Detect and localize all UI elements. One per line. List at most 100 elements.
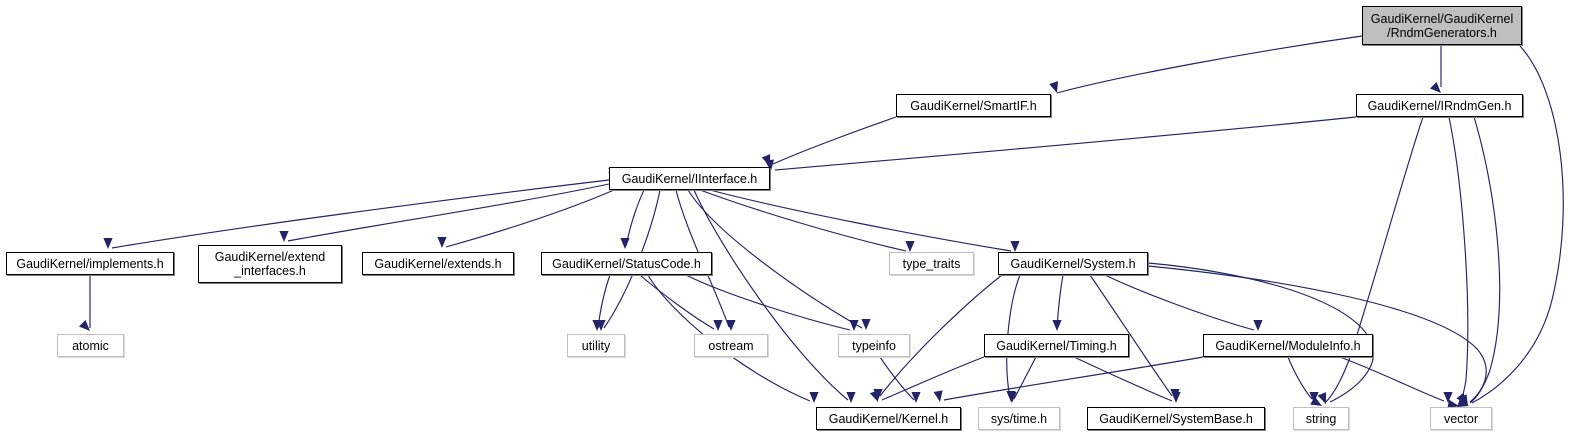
graph-node-label: GaudiKernel/System.h (1010, 256, 1136, 271)
edge-line (639, 274, 715, 330)
edge-line (1287, 356, 1313, 400)
arrow-head-icon (279, 231, 289, 242)
graph-edge-iinterface-to-extend_interfaces (279, 172, 618, 242)
graph-edge-system-to-moduleinfo (1104, 274, 1263, 331)
graph-node-implements[interactable]: GaudiKernel/implements.h (6, 252, 174, 275)
graph-edge-implements-to-atomic (79, 275, 91, 331)
arrow-head-icon (849, 320, 859, 331)
graph-node-label: vector (1443, 411, 1479, 426)
arrow-head-icon (437, 237, 447, 248)
graph-edge-iinterface-to-system (709, 189, 1020, 252)
graph-node-label: utility (581, 338, 611, 353)
graph-node-label: GaudiKernel/SmartIF.h (910, 98, 1037, 113)
graph-node-moduleinfo[interactable]: GaudiKernel/ModuleInfo.h (1203, 334, 1373, 357)
graph-node-label: GaudiKernel/extends.h (374, 256, 502, 271)
arrow-head-icon (933, 390, 943, 402)
arrow-head-icon (620, 238, 630, 249)
graph-edge-timing-to-systembase (1073, 356, 1181, 403)
arrow-head-icon (1456, 392, 1467, 404)
arrow-head-icon (809, 392, 819, 403)
arrow-head-icon (79, 320, 90, 331)
edge-line (1339, 356, 1445, 402)
arrow-head-icon (764, 159, 774, 171)
edge-line (1013, 356, 1037, 400)
edge-line (1324, 116, 1424, 404)
graph-node-label: sys/time.h (990, 411, 1048, 426)
arrow-head-icon (1310, 396, 1322, 406)
edge-line (709, 189, 1012, 252)
edge-line (687, 189, 863, 329)
graph-node-iinterface[interactable]: GaudiKernel/IInterface.h (609, 167, 770, 190)
graph-edge-iinterface-to-type_traits (699, 189, 915, 252)
graph-node-ostream[interactable]: ostream (694, 334, 768, 357)
graph-node-label: GaudiKernel/Kernel.h (828, 411, 949, 426)
graph-node-systime[interactable]: sys/time.h (978, 407, 1060, 430)
arrow-head-icon (1447, 399, 1459, 409)
graph-node-smartif[interactable]: GaudiKernel/SmartIF.h (896, 94, 1051, 117)
arrow-head-icon (592, 320, 602, 331)
graph-node-typeinfo[interactable]: typeinfo (838, 334, 910, 357)
edge-line (1448, 116, 1469, 404)
edge-line (943, 356, 1204, 401)
graph-node-atomic[interactable]: atomic (57, 334, 124, 357)
graph-edge-system-to-timing (1052, 274, 1064, 331)
edge-line (1147, 262, 1375, 403)
graph-node-extends[interactable]: GaudiKernel/extends.h (362, 252, 514, 275)
graph-node-label: GaudiKernel/GaudiKernel /RndmGenerators.… (1370, 11, 1514, 40)
graph-node-systembase[interactable]: GaudiKernel/SystemBase.h (1087, 407, 1265, 430)
graph-node-extend_interfaces[interactable]: GaudiKernel/extend _interfaces.h (198, 245, 342, 283)
edge-line (879, 274, 1003, 397)
graph-node-label: GaudiKernel/ModuleInfo.h (1215, 338, 1361, 353)
arrow-head-icon (726, 320, 736, 331)
graph-edge-moduleinfo-to-string (1287, 356, 1319, 403)
graph-node-utility[interactable]: utility (567, 334, 625, 357)
graph-node-label: string (1305, 411, 1337, 426)
graph-node-irndmgen[interactable]: GaudiKernel/IRndmGen.h (1356, 94, 1523, 117)
graph-node-label: GaudiKernel/extend _interfaces.h (214, 250, 326, 278)
arrow-head-icon (905, 241, 915, 252)
edge-line (1104, 274, 1255, 331)
graph-edge-smartif-to-iinterface (761, 116, 897, 166)
graph-node-label: GaudiKernel/IInterface.h (621, 171, 758, 186)
graph-node-label: GaudiKernel/Timing.h (996, 338, 1117, 353)
edge-line (111, 179, 610, 249)
graph-node-label: GaudiKernel/StatusCode.h (552, 256, 701, 271)
graph-edge-moduleinfo-to-vector (1339, 356, 1453, 403)
graph-edge-irndmgen-to-string (1310, 116, 1424, 406)
graph-edge-rndmgenerators-to-smartif (1049, 35, 1363, 94)
graph-node-label: GaudiKernel/IRndmGen.h (1367, 98, 1512, 113)
graph-node-kernel[interactable]: GaudiKernel/Kernel.h (816, 407, 961, 430)
graph-node-system[interactable]: GaudiKernel/System.h (998, 252, 1148, 275)
graph-edge-irndmgen-to-vector (1447, 116, 1469, 409)
arrow-head-icon (1317, 392, 1327, 404)
graph-edge-iinterface-to-implements (103, 168, 618, 249)
graph-node-timing[interactable]: GaudiKernel/Timing.h (984, 334, 1129, 357)
graph-edge-moduleinfo-to-kernel (933, 356, 1204, 402)
graph-edge-irndmgen-to-vector (1457, 116, 1501, 407)
graph-node-vector[interactable]: vector (1430, 407, 1492, 430)
edge-line (1073, 356, 1173, 402)
graph-node-string[interactable]: string (1293, 407, 1349, 430)
edge-line (881, 356, 985, 401)
edge-line (1089, 274, 1173, 397)
edge-line (693, 189, 849, 401)
edge-line (1469, 116, 1501, 404)
graph-edge-system-to-string (1147, 262, 1375, 404)
graph-node-rndmgenerators[interactable]: GaudiKernel/GaudiKernel /RndmGenerators.… (1362, 6, 1522, 45)
arrow-head-icon (1430, 82, 1441, 93)
graph-node-type_traits[interactable]: type_traits (889, 252, 974, 275)
arrow-head-icon (846, 392, 856, 403)
graph-node-label: typeinfo (852, 338, 896, 353)
graph-edge-statuscode-to-typeinfo (685, 274, 859, 331)
arrow-head-icon (1171, 392, 1181, 403)
graph-edge-system-to-vector (1147, 265, 1487, 404)
graph-node-statuscode[interactable]: GaudiKernel/StatusCode.h (541, 252, 712, 275)
arrow-head-icon (103, 238, 113, 249)
graph-node-label: GaudiKernel/SystemBase.h (1099, 411, 1253, 426)
edge-line (1006, 274, 1021, 399)
arrow-head-icon (1007, 392, 1017, 403)
arrow-head-icon (1309, 392, 1319, 403)
arrow-head-icon (1253, 320, 1263, 331)
edge-line (699, 189, 907, 252)
arrow-head-icon (1052, 320, 1062, 331)
